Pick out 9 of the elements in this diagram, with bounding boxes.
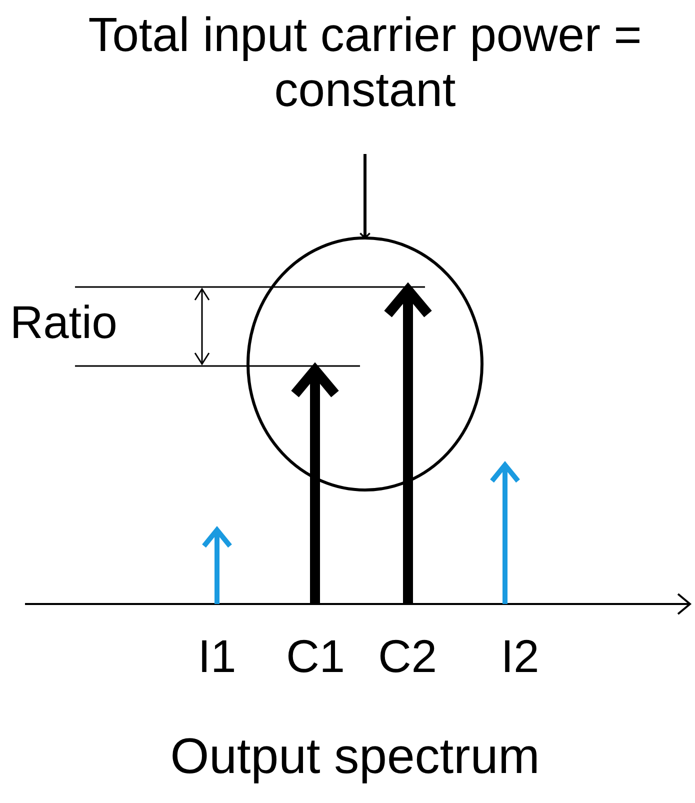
annotation-text: Total input carrier power = constant bbox=[60, 8, 670, 118]
caption-text: Output spectrum bbox=[169, 728, 541, 786]
tone-label: I2 bbox=[500, 630, 540, 683]
dimension-label: Ratio bbox=[10, 296, 118, 349]
tone-label: C2 bbox=[377, 630, 438, 683]
tone-label: C1 bbox=[285, 630, 346, 683]
tone-label: I1 bbox=[196, 630, 238, 683]
circle-outline bbox=[246, 236, 484, 492]
leader-arrow bbox=[359, 154, 371, 239]
